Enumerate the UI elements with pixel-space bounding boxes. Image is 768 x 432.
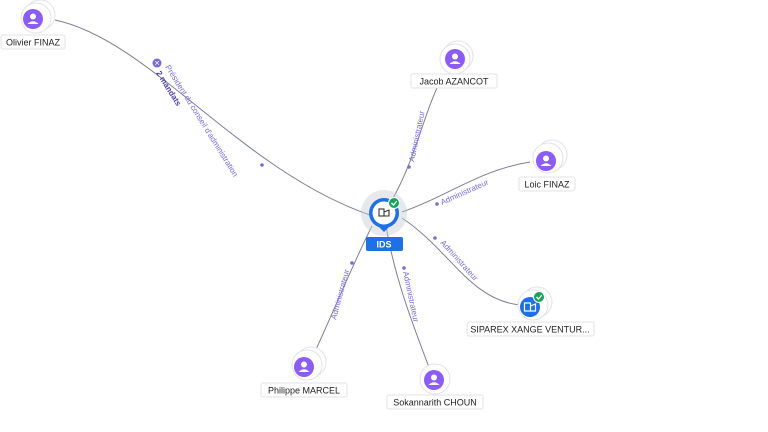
- edge-label: Président du conseil d'administration: [163, 63, 240, 178]
- edge-label: Administrateur: [407, 110, 427, 163]
- person-icon: [298, 361, 310, 372]
- edge-remove-icon[interactable]: [152, 58, 162, 68]
- person-label: Philippe MARCEL: [268, 386, 340, 396]
- person-node-loic-finaz[interactable]: Loic FINAZ: [518, 139, 576, 192]
- edge-jacob-azancot[interactable]: Administrateur: [391, 81, 441, 201]
- person-label: Loic FINAZ: [524, 180, 570, 190]
- edge-olivier-finaz[interactable]: ✕ Président du conseil d'administration …: [54, 19, 371, 216]
- person-label: Olivier FINAZ: [6, 38, 61, 48]
- building-icon: [523, 302, 537, 312]
- person-label: Sokannarith CHOUN: [393, 398, 477, 408]
- person-node-jacob-azancot[interactable]: Jacob AZANCOT: [410, 40, 498, 89]
- company-label: SIPAREX XANGE VENTUR...: [470, 325, 589, 335]
- building-icon: [378, 208, 390, 217]
- edge-label: Administrateur: [439, 238, 480, 283]
- edge-philippe-marcel[interactable]: Administrateur: [311, 225, 373, 359]
- center-node-ids[interactable]: IDS: [361, 190, 407, 251]
- center-label: IDS: [376, 240, 391, 250]
- person-icon: [428, 374, 440, 385]
- verified-badge-icon: [388, 197, 400, 209]
- person-icon: [27, 13, 39, 24]
- edge-label: Administrateur: [329, 268, 351, 320]
- person-label: Jacob AZANCOT: [419, 77, 489, 87]
- edge-siparex[interactable]: Administrateur: [401, 217, 521, 306]
- edge-loic-finaz[interactable]: Administrateur: [401, 161, 531, 213]
- person-node-sokannarith-choun[interactable]: Sokannarith CHOUN: [386, 363, 484, 410]
- verified-badge-icon: [533, 291, 545, 303]
- company-node-siparex[interactable]: SIPAREX XANGE VENTUR...: [466, 286, 595, 337]
- person-node-philippe-marcel[interactable]: Philippe MARCEL: [260, 346, 348, 398]
- person-icon: [449, 53, 461, 64]
- person-icon: [540, 155, 552, 166]
- svg-text:✕: ✕: [154, 61, 160, 68]
- person-node-olivier-finaz[interactable]: Olivier FINAZ: [0, 0, 66, 50]
